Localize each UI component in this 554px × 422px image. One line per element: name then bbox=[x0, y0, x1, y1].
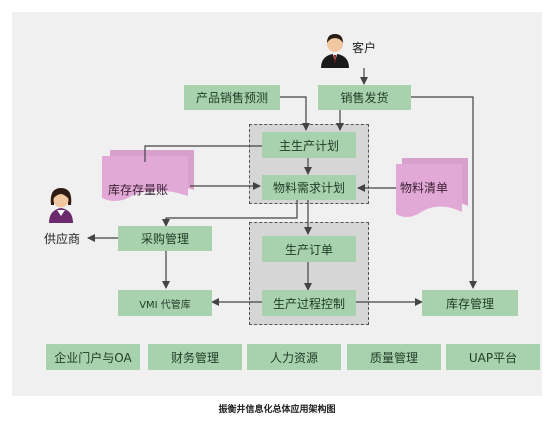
customer-person-icon bbox=[321, 34, 349, 68]
production-order-box: 生产订单 bbox=[262, 236, 356, 262]
mrp-box: 物料需求计划 bbox=[262, 175, 356, 200]
documents bbox=[102, 150, 468, 217]
module-finance: 财务管理 bbox=[148, 344, 242, 370]
process-control-box: 生产过程控制 bbox=[262, 290, 356, 316]
arrow-lines bbox=[87, 68, 477, 306]
arrow-mrp-to-purchase bbox=[162, 200, 298, 227]
module-quality: 质量管理 bbox=[347, 344, 441, 370]
arrow-plan-to-purchase bbox=[144, 145, 262, 162]
inventory-ledger-label: 库存存量账 bbox=[108, 183, 169, 197]
module-hr: 人力资源 bbox=[247, 344, 341, 370]
inventory-ledger-doc-front bbox=[102, 156, 188, 201]
inventory-management-box: 库存管理 bbox=[422, 290, 518, 316]
sales-delivery-box: 销售发货 bbox=[318, 85, 411, 110]
bom-label: 物料清单 bbox=[400, 181, 449, 195]
purchasing-box: 采购管理 bbox=[118, 226, 212, 251]
master-production-plan-box: 主生产计划 bbox=[262, 132, 356, 158]
customer-label: 客户 bbox=[352, 41, 377, 55]
supplier-person-icon bbox=[49, 188, 73, 223]
module-portal-oa: 企业门户与OA bbox=[46, 344, 140, 370]
figure-caption: 振衡井信息化总体应用架构图 bbox=[218, 405, 336, 415]
sales-forecast-box: 产品销售预测 bbox=[184, 85, 280, 110]
vmi-warehouse-box: VMI 代管库 bbox=[118, 290, 212, 316]
arrow-forecast-to-plan bbox=[280, 96, 310, 131]
supplier-label: 供应商 bbox=[44, 232, 81, 246]
arrow-delivery-to-inventory bbox=[411, 96, 477, 289]
module-uap-platform: UAP平台 bbox=[446, 344, 540, 370]
bom-doc-front bbox=[396, 164, 462, 217]
